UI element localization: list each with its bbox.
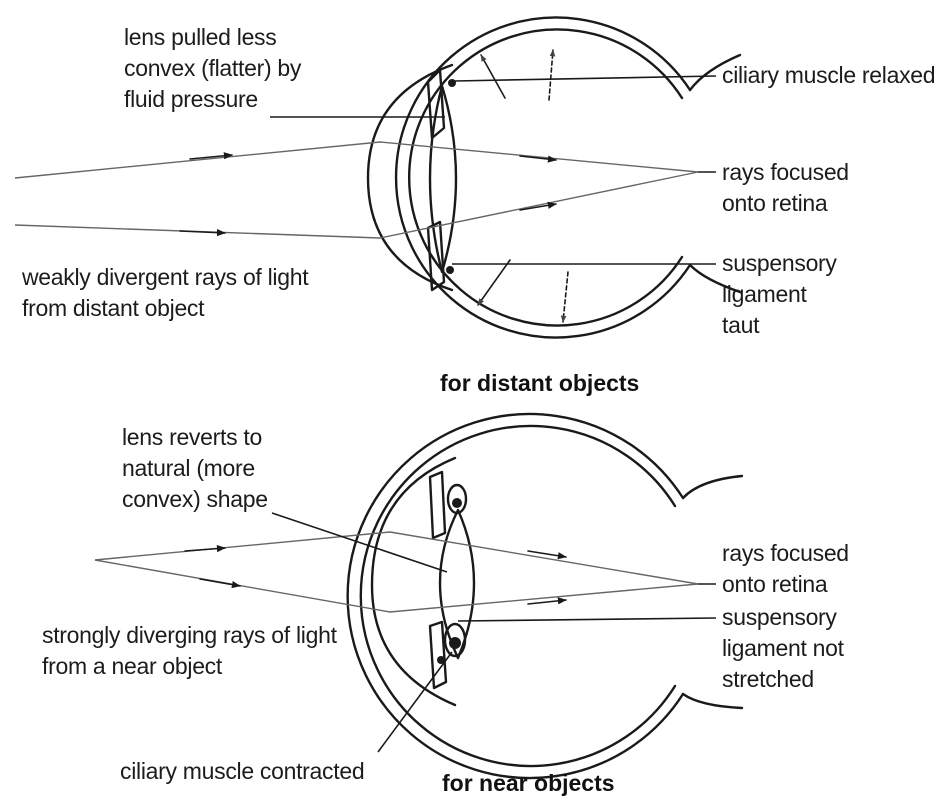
near-sclera-outer [348, 414, 683, 778]
near-ray-arrow-2 [200, 579, 240, 586]
distant-ciliary-label: ciliary muscle relaxed [722, 60, 935, 91]
near-ligament-label: suspensory ligament not stretched [722, 602, 844, 695]
near-focus-label-line1: rays focused [722, 538, 849, 569]
distant-ciliary-upper [448, 79, 456, 87]
distant-iris-lower [428, 222, 444, 290]
distant-ray-bottom [15, 172, 698, 238]
distant-focus-label: rays focused onto retina [722, 157, 849, 219]
near-lens-leader [272, 513, 447, 572]
distant-ligament-label-line2: ligament [722, 279, 837, 310]
distant-pressure-arrow-3 [478, 260, 510, 305]
distant-rays-label-line1: weakly divergent rays of light [22, 262, 308, 293]
distant-lens-label: lens pulled less convex (flatter) by flu… [124, 22, 301, 115]
distant-ligament-label: suspensory ligament taut [722, 248, 837, 341]
distant-pressure-arrow-2 [549, 50, 553, 100]
near-optic-nerve-lower [683, 694, 742, 708]
near-ray-arrow-1 [185, 548, 225, 551]
near-iris-upper [430, 472, 445, 538]
distant-ligament-label-line3: taut [722, 310, 837, 341]
near-optic-nerve [683, 476, 742, 498]
near-ray-arrow-4 [528, 600, 566, 604]
near-lens-label: lens reverts to natural (more convex) sh… [122, 422, 268, 515]
distant-rays-label: weakly divergent rays of light from dist… [22, 262, 308, 324]
distant-sclera-outer [396, 18, 690, 338]
distant-pressure-arrow-4 [563, 272, 568, 322]
distant-ligament-label-line1: suspensory [722, 248, 837, 279]
distant-focus-label-line2: onto retina [722, 188, 849, 219]
near-focus-label: rays focused onto retina [722, 538, 849, 600]
near-ligament-leader [458, 618, 716, 621]
distant-lens-label-line2: convex (flatter) by [124, 53, 301, 84]
distant-caption: for distant objects [440, 370, 639, 397]
distant-ray-top [15, 142, 698, 178]
distant-sclera-inner [409, 30, 682, 326]
distant-lens-label-line1: lens pulled less [124, 22, 301, 53]
near-rays-label: strongly diverging rays of light from a … [42, 620, 337, 682]
near-ciliary-label: ciliary muscle contracted [120, 756, 364, 787]
near-lens-label-line2: natural (more [122, 453, 268, 484]
near-rays-label-line1: strongly diverging rays of light [42, 620, 337, 651]
near-ligament-label-line3: stretched [722, 664, 844, 695]
near-caption: for near objects [442, 770, 615, 797]
near-rays-label-line2: from a near object [42, 651, 337, 682]
near-lens-label-line3: convex) shape [122, 484, 268, 515]
near-focus-label-line2: onto retina [722, 569, 849, 600]
distant-ciliary-lower [446, 266, 454, 274]
distant-lens-label-line3: fluid pressure [124, 84, 301, 115]
distant-rays-label-line2: from distant object [22, 293, 308, 324]
near-ciliary-upper-core [452, 498, 462, 508]
near-sclera-inner [361, 426, 675, 766]
near-ciliary-lower-core [449, 637, 461, 649]
near-ligament-label-line2: ligament not [722, 633, 844, 664]
distant-ray-arrow-2 [180, 231, 225, 233]
distant-pressure-arrow-1 [481, 55, 505, 98]
near-lens-label-line1: lens reverts to [122, 422, 268, 453]
distant-iris-upper [428, 70, 444, 138]
near-ligament-label-line1: suspensory [722, 602, 844, 633]
distant-focus-label-line1: rays focused [722, 157, 849, 188]
near-ray-bottom [95, 560, 698, 612]
